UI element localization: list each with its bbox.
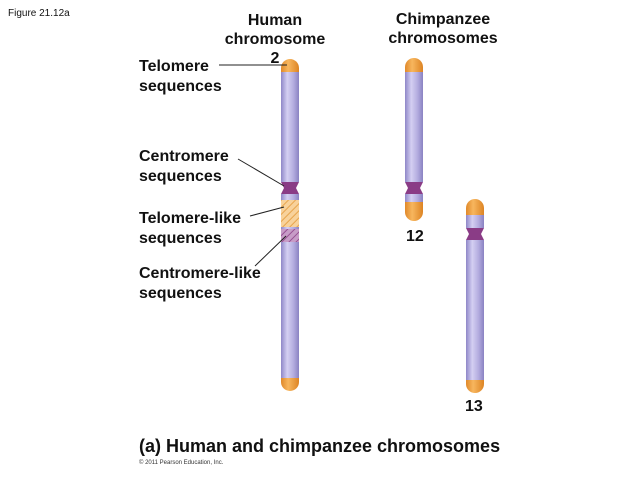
chimp13-long-arm (466, 240, 484, 380)
centromere-label: Centromere sequences (139, 147, 229, 187)
centromere-label-line1: Centromere (139, 148, 229, 165)
chimp13-short-arm (466, 215, 484, 228)
telomere-like-label-line1: Telomere-like (139, 210, 241, 227)
centromere-label-line2: sequences (139, 168, 222, 185)
telomere-like-label: Telomere-like sequences (139, 209, 241, 249)
human-header-line1: Human (247, 12, 303, 29)
chimp-chromosome-13 (466, 199, 484, 393)
telomere-label-line2: sequences (139, 78, 222, 95)
human-top-telomere (281, 59, 299, 72)
human-centromere-like-region (281, 229, 299, 242)
human-upper-arm (281, 72, 299, 182)
centromere-like-label: Centromere-like sequences (139, 264, 261, 304)
human-bottom-telomere (281, 378, 299, 391)
human-lower-arm (281, 242, 299, 378)
centromere-like-label-line2: sequences (139, 285, 222, 302)
chimp12-bottom-telomere (405, 202, 423, 221)
chimp-chromosome-12-label: 12 (406, 228, 424, 245)
chimp12-long-arm (405, 72, 423, 182)
chimp12-top-telomere (405, 58, 423, 72)
telomere-label: Telomere sequences (139, 57, 222, 97)
chimp12-centromere (405, 182, 423, 194)
human-telomere-like-region (281, 200, 299, 227)
copyright-notice: © 2011 Pearson Education, Inc. (139, 460, 224, 466)
chimp-chromosome-13-label: 13 (465, 398, 483, 415)
human-header-line2: chromosome 2 (224, 31, 326, 67)
figure-label: Figure 21.12a (8, 8, 70, 19)
figure-caption: (a) Human and chimpanzee chromosomes (139, 436, 501, 456)
chimp-chromosome-12 (405, 58, 423, 221)
telomere-label-line1: Telomere (139, 58, 209, 75)
chimp13-centromere (466, 228, 484, 240)
chimp-header-line1: Chimpanzee (395, 11, 491, 28)
telomere-like-label-line2: sequences (139, 230, 222, 247)
human-chromosome-2 (281, 59, 299, 391)
chimp-chromosomes-header: Chimpanzee chromosomes (378, 10, 508, 48)
centromere-like-label-line1: Centromere-like (139, 265, 261, 282)
human-chromosome-header: Human chromosome 2 (220, 11, 330, 68)
telomere-like-leader-line (249, 206, 285, 217)
centromere-like-leader-line (254, 235, 287, 267)
centromere-leader-line (237, 158, 285, 187)
chimp13-top-telomere (466, 199, 484, 215)
chimp13-bottom-telomere (466, 380, 484, 393)
chimp-header-line2: chromosomes (388, 30, 498, 47)
human-centromere (281, 182, 299, 194)
chimp12-short-arm (405, 194, 423, 202)
